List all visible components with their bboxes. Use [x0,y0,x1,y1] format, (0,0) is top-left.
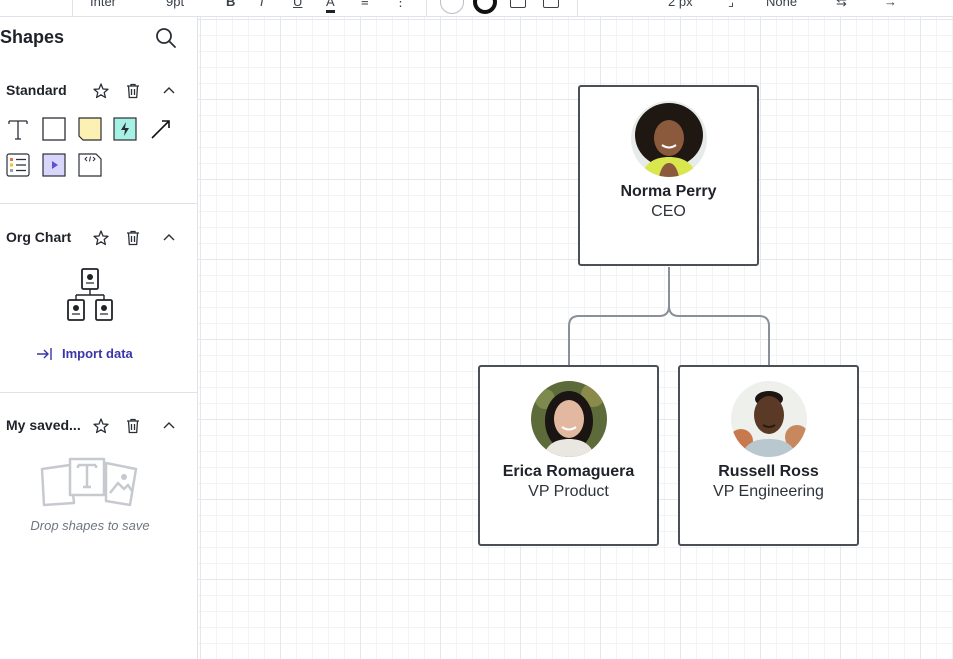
star-icon[interactable] [92,229,110,247]
format-painter-icon[interactable]: ˇ [40,0,45,9]
arrow-end-icon[interactable]: → [884,0,897,9]
connector-line[interactable] [668,267,770,366]
person-name: Russell Ross [718,463,819,480]
line-color-button[interactable] [473,0,497,14]
import-icon [37,347,52,360]
section-header-org-chart[interactable]: Org Chart [6,229,72,245]
avatar [631,101,707,177]
section-header-my-saved[interactable]: My saved... [6,417,81,433]
person-photo [631,101,707,177]
person-role: CEO [651,203,686,220]
person-name: Norma Perry [620,183,717,200]
underline-button[interactable]: U [293,0,303,9]
import-data-link[interactable]: Import data [36,346,133,361]
italic-button[interactable]: I [260,0,264,9]
font-family-select[interactable]: Inter [90,0,117,9]
section-divider [0,392,197,393]
person-name: Erica Romaguera [502,463,635,480]
toolbar-divider [426,0,427,16]
diagram-canvas[interactable]: Norma Perry CEO Erica Romaguera VP Produ… [198,17,953,659]
avatar [731,381,807,457]
bold-button[interactable]: B [226,0,236,9]
sticky-note-icon[interactable] [78,117,102,141]
trash-icon[interactable] [124,417,142,435]
chevron-up-icon[interactable] [160,82,178,100]
connector-line[interactable] [568,267,670,366]
chevron-up-icon[interactable] [160,417,178,435]
star-icon[interactable] [92,82,110,100]
org-node-card[interactable]: Erica Romaguera VP Product [478,365,659,546]
section-header-standard[interactable]: Standard [6,82,67,98]
avatar [531,381,607,457]
person-role: VP Engineering [713,483,824,500]
font-size-select[interactable]: 9pt [166,0,185,9]
toolbar-divider [72,0,73,16]
line-style-icon[interactable]: ⌟ [728,0,735,9]
arrow-line-icon[interactable] [149,117,173,141]
saved-shapes-icon [40,457,138,507]
line-width-select[interactable]: 2 px [668,0,693,9]
person-role: VP Product [528,483,609,500]
action-button-icon[interactable] [113,117,137,141]
org-node-card[interactable]: Norma Perry CEO [578,85,759,266]
chevron-up-icon[interactable] [160,229,178,247]
drop-shapes-hint: Drop shapes to save [30,518,150,533]
text-color-button[interactable]: A [326,0,335,13]
text-align-button[interactable]: ≡ [361,0,369,9]
embed-code-icon[interactable] [78,153,102,177]
org-chart-icon[interactable] [66,267,114,323]
shapes-panel: Shapes Standard [0,17,198,659]
text-shape-icon[interactable] [6,117,30,141]
panel-title: Shapes [0,27,65,47]
person-photo [731,381,807,457]
org-connectors [568,267,770,366]
person-photo [531,381,607,457]
section-divider [0,203,197,204]
top-toolbar: ˇ Inter 9pt B I U A ≡ ⋮ 2 px ⌟ None ⇆ → [0,0,953,17]
video-embed-icon[interactable] [42,153,66,177]
org-node-card[interactable]: Russell Ross VP Engineering [678,365,859,546]
more-text-options-icon[interactable]: ⋮ [394,0,407,9]
toolbar-divider [577,0,578,16]
list-shape-icon[interactable] [6,153,30,177]
image-fill-icon[interactable] [543,0,559,8]
import-data-label: Import data [62,346,133,361]
swap-arrows-icon[interactable]: ⇆ [836,0,847,9]
line-endpoint-select[interactable]: None [766,0,798,9]
shadow-icon[interactable] [510,0,526,8]
rectangle-shape-icon[interactable] [42,117,66,141]
trash-icon[interactable] [124,229,142,247]
search-icon[interactable] [154,26,178,50]
fill-color-button[interactable] [440,0,464,14]
star-icon[interactable] [92,417,110,435]
trash-icon[interactable] [124,82,142,100]
